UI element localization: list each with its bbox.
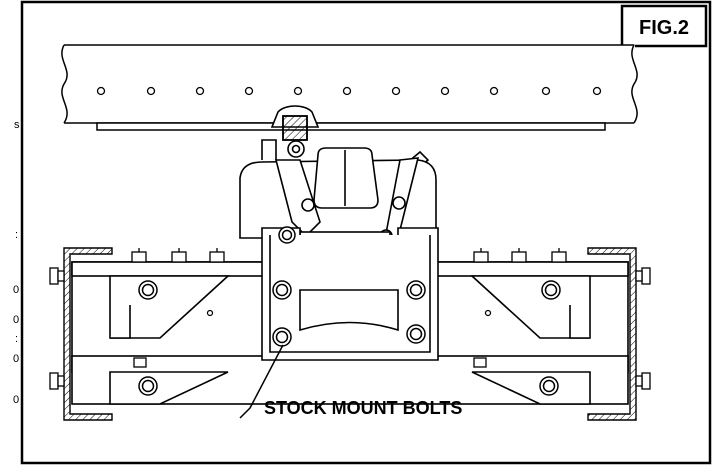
- margin-mark: 0: [13, 314, 19, 326]
- left-margin-marks: s : 0 0 : 0 0: [13, 119, 20, 406]
- margin-mark: :: [15, 333, 18, 345]
- margin-mark: 0: [13, 394, 19, 406]
- beam-holes: [96, 86, 602, 96]
- upper-beam: [61, 44, 638, 131]
- small-holes: [206, 309, 492, 317]
- lower-plate: [71, 227, 629, 405]
- callout-leader: [239, 344, 284, 419]
- callout-label: STOCK MOUNT BOLTS: [264, 398, 462, 418]
- margin-mark: s: [14, 119, 20, 131]
- margin-mark: :: [15, 229, 18, 241]
- margin-mark: 0: [13, 353, 19, 365]
- callout: STOCK MOUNT BOLTS: [239, 344, 462, 419]
- top-bolts: [131, 248, 567, 368]
- margin-mark: 0: [13, 284, 19, 296]
- figure-label: FIG.2: [639, 17, 689, 39]
- figure-label-box: FIG.2: [620, 4, 708, 48]
- figure-border: [20, 0, 712, 465]
- left-channel: [63, 247, 113, 421]
- side-bolts: [49, 267, 651, 390]
- right-channel: [587, 247, 637, 421]
